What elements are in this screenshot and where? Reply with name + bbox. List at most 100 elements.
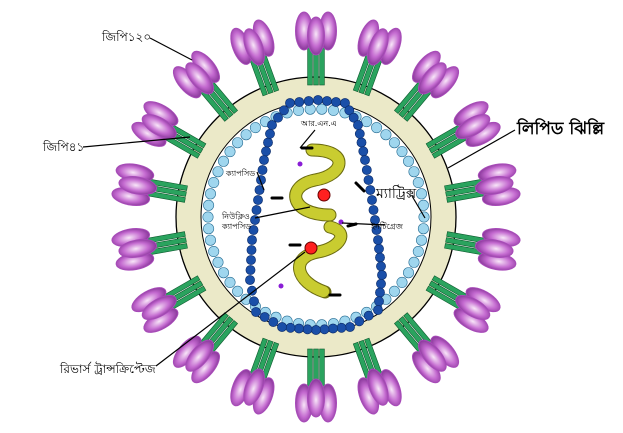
gp120-knob: [474, 238, 514, 258]
capsid-bead: [375, 252, 385, 263]
spike: [352, 337, 402, 415]
matrix-bead: [208, 246, 220, 258]
spike: [131, 275, 207, 333]
gp120-knob: [307, 16, 325, 56]
label-nucleocapsid-text-2: ক্যাপসিড: [221, 222, 251, 231]
capsid-bead: [363, 310, 374, 321]
spike: [295, 348, 337, 423]
capsid-bead: [251, 307, 261, 317]
spike: [393, 312, 460, 384]
spike: [111, 163, 188, 207]
capsid-bead: [273, 112, 283, 123]
capsid-bead: [245, 265, 256, 275]
spike: [230, 337, 280, 415]
spike: [425, 275, 501, 333]
reverse-transcriptase-2: [304, 241, 318, 255]
capsid-bead: [376, 278, 386, 289]
matrix-bead: [316, 103, 328, 115]
matrix-bead: [408, 256, 420, 268]
matrix-bead: [224, 276, 236, 288]
spike: [111, 227, 188, 271]
matrix-bead: [203, 199, 215, 211]
capsid-bead: [259, 155, 269, 165]
gp120-knob: [418, 62, 447, 95]
capsid-bead: [313, 95, 323, 105]
label-capsid: ক্যাপসিড: [225, 169, 255, 178]
matrix-bead: [388, 285, 400, 297]
rna-strand-1-fill: [290, 144, 345, 221]
capsid-bead: [358, 146, 369, 157]
capsid-bead: [328, 323, 338, 334]
capsid-bead: [257, 165, 268, 175]
capsid-bead: [331, 97, 341, 107]
capsid-bead: [363, 175, 374, 185]
matrix-bead: [412, 177, 424, 189]
capsid-bead: [374, 296, 384, 307]
matrix-bead: [412, 246, 424, 258]
capsid-bead: [365, 185, 376, 195]
label-integrase: ইনটিগ্রেজ: [370, 221, 404, 231]
spike: [172, 312, 239, 384]
spike: [295, 11, 337, 86]
capsid-bead: [265, 128, 275, 139]
gp120-knob: [185, 339, 214, 372]
capsid-bead: [376, 261, 386, 272]
capsid-bead: [373, 305, 383, 315]
capsid-bead: [245, 275, 255, 285]
capsid-bead: [246, 245, 257, 255]
gp120-knob: [185, 62, 214, 95]
gp120-knob: [455, 294, 491, 321]
gp120-knob: [474, 176, 514, 196]
capsid-bead: [263, 137, 273, 148]
matrix-bead: [208, 177, 220, 189]
capsid-bead: [311, 325, 321, 335]
gp120-knob: [243, 28, 265, 66]
gp120-knob: [418, 339, 447, 372]
matrix-bead: [205, 188, 217, 200]
spike: [352, 19, 402, 97]
nucleocapsid-markers: [270, 146, 366, 297]
matrix-bead: [417, 199, 429, 211]
label-nucleocapsid-text: নিউক্লিও: [221, 211, 250, 221]
matrix-bead: [212, 166, 224, 178]
capsid-bead: [254, 185, 265, 195]
matrix-bead: [205, 234, 217, 246]
capsid-bead: [294, 323, 304, 334]
label-gp41: জিপি৪১: [42, 140, 84, 154]
leader-lines: [82, 37, 516, 367]
matrix-bead: [218, 155, 230, 167]
reverse-transcriptase-1: [317, 188, 331, 202]
capsid-bead: [261, 146, 271, 157]
gp120-knob: [141, 294, 177, 321]
matrix-bead: [240, 129, 252, 141]
capsid-bead: [361, 165, 372, 175]
matrix-bead: [415, 234, 427, 246]
capsid-bead: [249, 296, 259, 307]
capsid-bead: [247, 285, 257, 296]
matrix-bead: [232, 137, 244, 149]
matrix-bead: [417, 223, 429, 235]
capsid-bead: [368, 205, 379, 215]
capsid-bead: [374, 243, 384, 254]
gp120-knob: [367, 28, 389, 66]
capsid-bead: [247, 235, 257, 245]
capsid-bead: [354, 316, 365, 327]
matrix-bead: [202, 211, 214, 223]
matrix-bead: [249, 122, 261, 134]
matrix-bead: [408, 166, 420, 178]
gp120-knob: [141, 113, 177, 140]
spike: [393, 50, 460, 122]
matrix-bead: [388, 137, 400, 149]
capsid-bead: [344, 105, 355, 116]
capsid-bead: [251, 205, 262, 215]
matrix-bead: [232, 285, 244, 297]
matrix-bead: [218, 267, 230, 279]
matrix-bead: [224, 146, 236, 158]
capsid-shell: [245, 95, 387, 335]
capsid-bead: [377, 270, 387, 280]
capsid-bead: [367, 195, 377, 205]
capsid-bead: [345, 322, 355, 332]
integrase-dot-2: [338, 219, 344, 225]
label-matrix: ম্যাট্রিক্স: [375, 185, 417, 202]
